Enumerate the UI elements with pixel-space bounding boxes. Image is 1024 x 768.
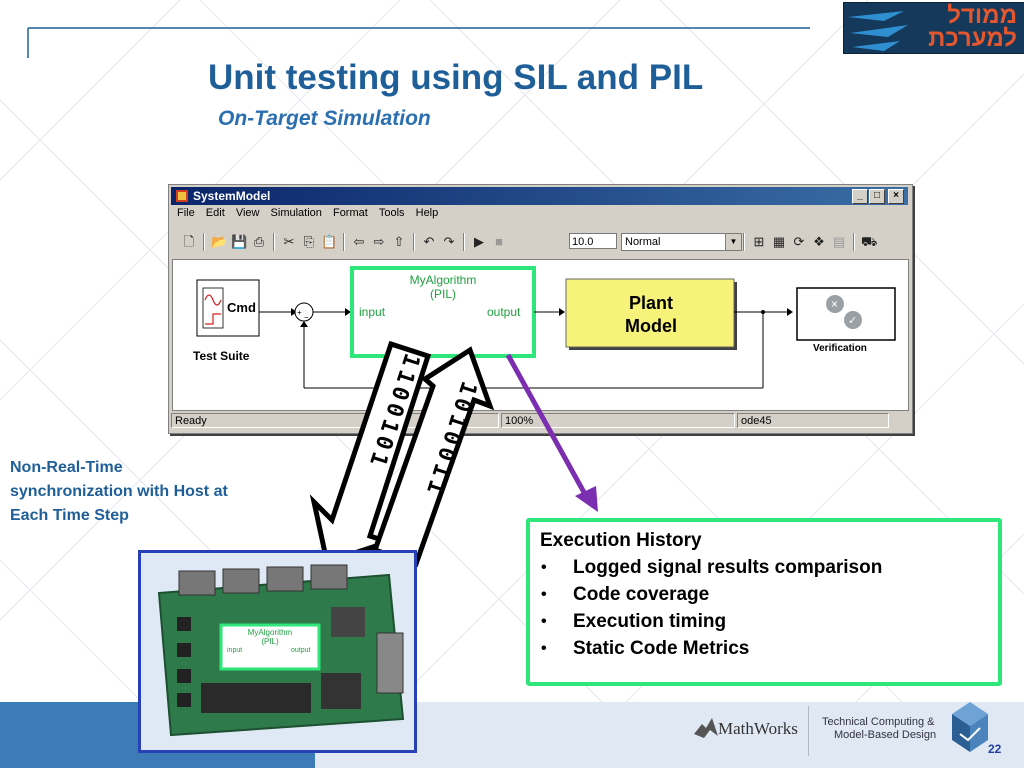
plant-label-line2: Model — [625, 316, 677, 336]
mathworks-logo-icon — [694, 718, 718, 738]
sum-minus-label: − — [304, 313, 309, 322]
board-input-port: input — [227, 647, 243, 654]
play-icon[interactable]: ▶ — [474, 234, 484, 249]
logo-swoosh-icon — [848, 11, 908, 51]
up-bit-arrow — [371, 346, 495, 568]
model-explorer-icon[interactable]: ⛟ — [861, 234, 878, 249]
footer-tagline-line1: Technical Computing & — [822, 716, 935, 728]
open-folder-icon[interactable]: 📂 — [211, 234, 228, 249]
menu-view[interactable]: View — [235, 207, 260, 219]
footer-tagline: Technical Computing & Model-Based Design — [822, 716, 936, 742]
cut-icon[interactable]: ✂ — [283, 234, 295, 249]
board-algorithm-name: MyAlgorithm — [247, 628, 293, 637]
explorer-icon[interactable]: ❖ — [813, 234, 825, 249]
debug-icon[interactable]: ▤ — [832, 234, 846, 249]
menu-edit[interactable]: Edit — [205, 207, 225, 219]
algorithm-name: MyAlgorithm — [410, 273, 477, 287]
cube-logo-icon — [952, 702, 988, 752]
menu-format[interactable]: Format — [332, 207, 368, 219]
stop-time-input[interactable]: 10.0 — [569, 233, 617, 249]
print-icon[interactable]: ⎙ — [253, 234, 265, 249]
simulink-app-icon — [176, 190, 188, 202]
undo-icon[interactable]: ↶ — [423, 234, 435, 249]
company-logo: ממודל למערכת — [843, 2, 1024, 54]
status-bar: Ready 100% ode45 — [171, 412, 908, 430]
page-number: 22 — [988, 742, 1002, 756]
new-file-icon[interactable]: 🗋 — [183, 234, 195, 249]
menu-bar: File Edit View Simulation Format Tools H… — [171, 207, 440, 225]
svg-text:✓: ✓ — [848, 314, 857, 327]
back-arrow-icon[interactable]: ⇦ — [353, 234, 365, 249]
copy-icon[interactable]: ⎘ — [303, 234, 315, 249]
sum-plus-label: + — [297, 308, 302, 317]
menu-file[interactable]: File — [177, 207, 195, 219]
board-algorithm-mode: (PIL) — [261, 637, 279, 646]
footer-divider — [808, 706, 809, 756]
circuit-board-icon — [157, 564, 405, 737]
chevron-down-icon[interactable]: ▼ — [725, 234, 741, 250]
mathworks-name: MathWorks — [718, 719, 798, 738]
model-canvas[interactable]: Cmd Test Suite + − MyAlgorithm (PIL) inp… — [172, 259, 909, 411]
window-title: SystemModel — [193, 189, 271, 203]
list-item: Static Code Metrics — [540, 635, 988, 662]
plant-model-block[interactable] — [565, 278, 737, 350]
toolbar: 🗋 📂 💾 ⎙ ✂ ⎘ 📋 ⇦ ⇨ ⇧ ↶ ↷ ▶ ■ 10.0 Normal … — [171, 230, 908, 254]
algorithm-input-port: input — [359, 305, 386, 319]
minimize-button[interactable]: _ — [852, 189, 868, 204]
slide-title: Unit testing using SIL and PIL — [208, 58, 704, 97]
save-icon[interactable]: 💾 — [231, 234, 248, 249]
verification-label: Verification — [813, 343, 867, 354]
list-item: Code coverage — [540, 581, 988, 608]
library-icon[interactable]: ▦ — [772, 234, 786, 249]
close-button[interactable]: × — [888, 189, 904, 204]
menu-help[interactable]: Help — [415, 207, 439, 219]
simulation-mode-select[interactable]: Normal ▼ — [621, 233, 742, 251]
slide-subtitle: On-Target Simulation — [218, 107, 431, 130]
algorithm-mode: (PIL) — [430, 287, 456, 301]
maximize-button[interactable]: □ — [869, 189, 885, 204]
status-solver: ode45 — [737, 413, 889, 428]
footer-tagline-line2: Model-Based Design — [834, 729, 937, 741]
board-output-port: output — [291, 647, 311, 654]
list-item: Execution timing — [540, 608, 988, 635]
build-icon[interactable]: ⊞ — [753, 234, 765, 249]
paste-icon[interactable]: 📋 — [321, 234, 338, 249]
menu-tools[interactable]: Tools — [378, 207, 405, 219]
test-suite-label: Test Suite — [193, 349, 250, 363]
list-item: Logged signal results comparison — [540, 554, 988, 581]
purple-arrow — [505, 353, 598, 512]
verification-block[interactable]: × ✓ — [796, 287, 896, 341]
execution-history-list: Logged signal results comparison Code co… — [540, 554, 988, 662]
svg-text:×: × — [831, 297, 838, 311]
test-suite-block[interactable] — [196, 279, 260, 337]
sync-note-line1: Non-Real-Time — [10, 459, 123, 476]
execution-history-box: Execution History Logged signal results … — [526, 518, 1002, 686]
target-board-image: MyAlgorithm (PIL) input output — [138, 550, 417, 753]
my-algorithm-block[interactable] — [350, 266, 536, 358]
logo-line-2: למערכת — [928, 25, 1017, 52]
simulink-window: SystemModel _ □ × File Edit View Simulat… — [168, 184, 913, 434]
status-zoom: 100% — [501, 413, 735, 428]
menu-simulation[interactable]: Simulation — [270, 207, 322, 219]
simulation-mode-value: Normal — [625, 236, 661, 248]
redo-icon[interactable]: ↷ — [443, 234, 455, 249]
sync-note-line3: Each Time Step — [10, 507, 129, 524]
logo-line-1: ממודל — [947, 2, 1017, 29]
up-arrow-icon[interactable]: ⇧ — [393, 234, 405, 249]
status-ready: Ready — [171, 413, 499, 428]
window-titlebar[interactable]: SystemModel _ □ × — [171, 187, 908, 205]
stop-icon[interactable]: ■ — [495, 234, 503, 249]
update-icon[interactable]: ⟳ — [793, 234, 805, 249]
test-suite-cmd-label: Cmd — [227, 300, 256, 315]
sync-note: Non-Real-Time synchronization with Host … — [10, 456, 290, 528]
execution-history-header: Execution History — [540, 530, 702, 551]
algorithm-output-port: output — [487, 305, 521, 319]
plant-label-line1: Plant — [629, 293, 673, 313]
sync-note-line2: synchronization with Host at — [10, 483, 228, 500]
forward-arrow-icon[interactable]: ⇨ — [373, 234, 385, 249]
